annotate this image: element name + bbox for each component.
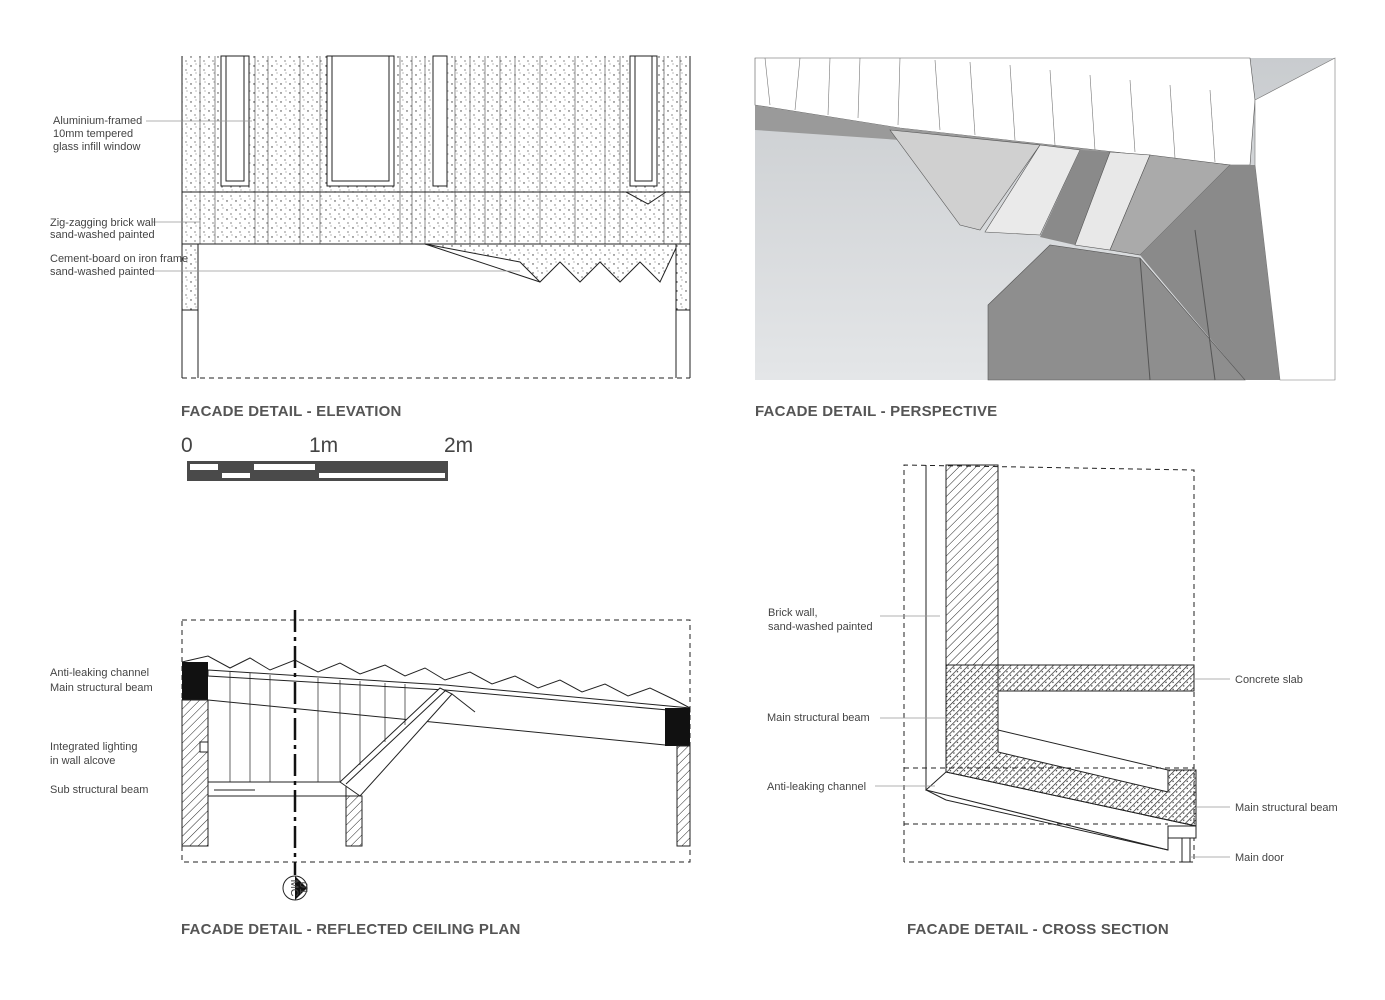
window-label-2: 10mm tempered (53, 128, 133, 140)
scale-tick-2m: 2m (444, 434, 473, 457)
rcp-drawing: MC 01 Anti-leaking channel Main structur… (50, 610, 691, 901)
scale-tick-0: 0 (181, 434, 193, 457)
svg-text:Aluminium-framed: Aluminium-framed (53, 115, 142, 127)
svg-text:Zig-zagging brick wall: Zig-zagging brick wall (50, 217, 156, 229)
brick-label: Zig-zagging brick wall (50, 217, 156, 229)
rcp-title: FACADE DETAIL - REFLECTED CEILING PLAN (181, 921, 521, 938)
section-brick-label: Brick wall, (768, 607, 818, 619)
section-drawing: Brick wall, sand-washed painted Main str… (767, 464, 1338, 864)
perspective-title: FACADE DETAIL - PERSPECTIVE (755, 403, 998, 420)
cement-label: Cement-board on iron frame (50, 253, 188, 265)
window-label: Aluminium-framed (53, 115, 142, 127)
section-beam-right-label: Main structural beam (1235, 802, 1338, 814)
section-beam-left-label: Main structural beam (767, 712, 870, 724)
rcp-beam-label: Main structural beam (50, 682, 153, 694)
elevation-title: FACADE DETAIL - ELEVATION (181, 403, 402, 420)
rcp-channel-label: Anti-leaking channel (50, 667, 149, 679)
section-title: FACADE DETAIL - CROSS SECTION (907, 921, 1169, 938)
scale-tick-1m: 1m (309, 434, 338, 457)
section-door-label: Main door (1235, 852, 1284, 864)
rcp-sub-beam-label: Sub structural beam (50, 784, 148, 796)
elevation-drawing: Aluminium-framed 10mm tempered glass inf… (50, 55, 691, 379)
section-brick-label-2: sand-washed painted (768, 621, 873, 633)
rcp-lighting-label-2: in wall alcove (50, 755, 115, 767)
section-channel-label: Anti-leaking channel (767, 781, 866, 793)
marker-code: MC (288, 879, 300, 896)
svg-text:sand-washed painted: sand-washed painted (50, 266, 155, 278)
cement-label-2: sand-washed painted (50, 266, 155, 278)
scale-bar: 0 1m 2m (181, 434, 473, 481)
section-marker: MC 01 (282, 875, 309, 901)
marker-number: 01 (297, 882, 309, 894)
svg-text:Cement-board on iron frame: Cement-board on iron frame (50, 253, 188, 265)
svg-text:10mm tempered: 10mm tempered (53, 128, 133, 140)
window-label-3: glass infill window (53, 141, 140, 153)
section-slab-label: Concrete slab (1235, 674, 1303, 686)
svg-text:glass infill window: glass infill window (53, 141, 140, 153)
brick-label-2: sand-washed painted (50, 229, 155, 241)
rcp-lighting-label: Integrated lighting (50, 741, 137, 753)
perspective-render (754, 57, 1336, 381)
svg-text:sand-washed painted: sand-washed painted (50, 229, 155, 241)
